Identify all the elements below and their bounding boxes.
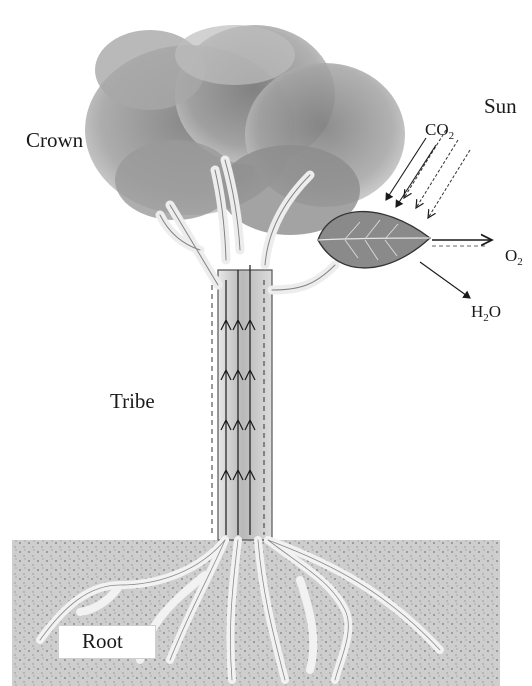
xylem-upward-arrows (221, 265, 255, 535)
co2-label: CO2 (425, 121, 454, 138)
o2-output-arrow (432, 240, 492, 246)
sunlight-rays (404, 130, 470, 218)
leaf (318, 212, 430, 268)
crown-label: Crown (26, 130, 83, 151)
h2o-label: H2O (471, 303, 501, 320)
tribe-label: Tribe (110, 391, 155, 412)
o2-label: O2 (505, 247, 523, 264)
root-label: Root (82, 631, 123, 652)
sun-label: Sun (484, 96, 517, 117)
tree-crown-foliage (85, 25, 405, 235)
h2o-output-arrow (420, 262, 470, 298)
